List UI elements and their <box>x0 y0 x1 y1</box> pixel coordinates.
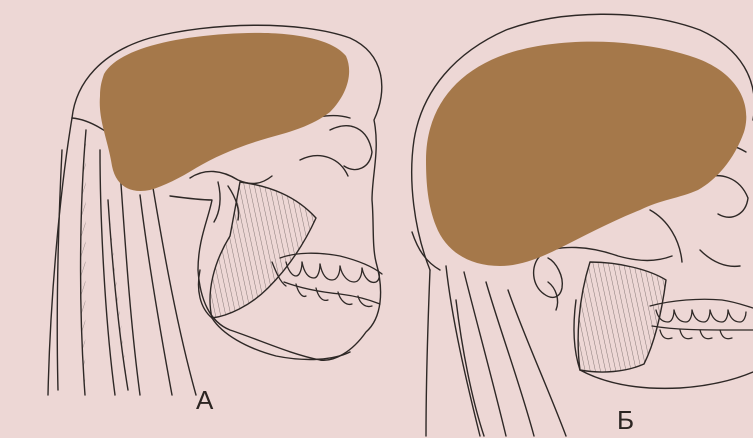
brain-a <box>100 33 349 191</box>
mandible-b <box>580 370 753 388</box>
orbit-a <box>330 126 372 170</box>
ear-b <box>534 256 563 297</box>
brain-b <box>426 42 746 266</box>
mandible-a <box>212 318 350 359</box>
panel-label-a: А <box>196 387 213 413</box>
zygomatic-b <box>540 247 672 260</box>
masseter-a <box>210 182 316 318</box>
zygomatic-a <box>190 171 272 183</box>
panel-label-b: Б <box>617 407 634 433</box>
masseter-b <box>578 262 666 372</box>
neck-muscles-b <box>426 266 566 436</box>
teeth-b <box>650 299 753 338</box>
